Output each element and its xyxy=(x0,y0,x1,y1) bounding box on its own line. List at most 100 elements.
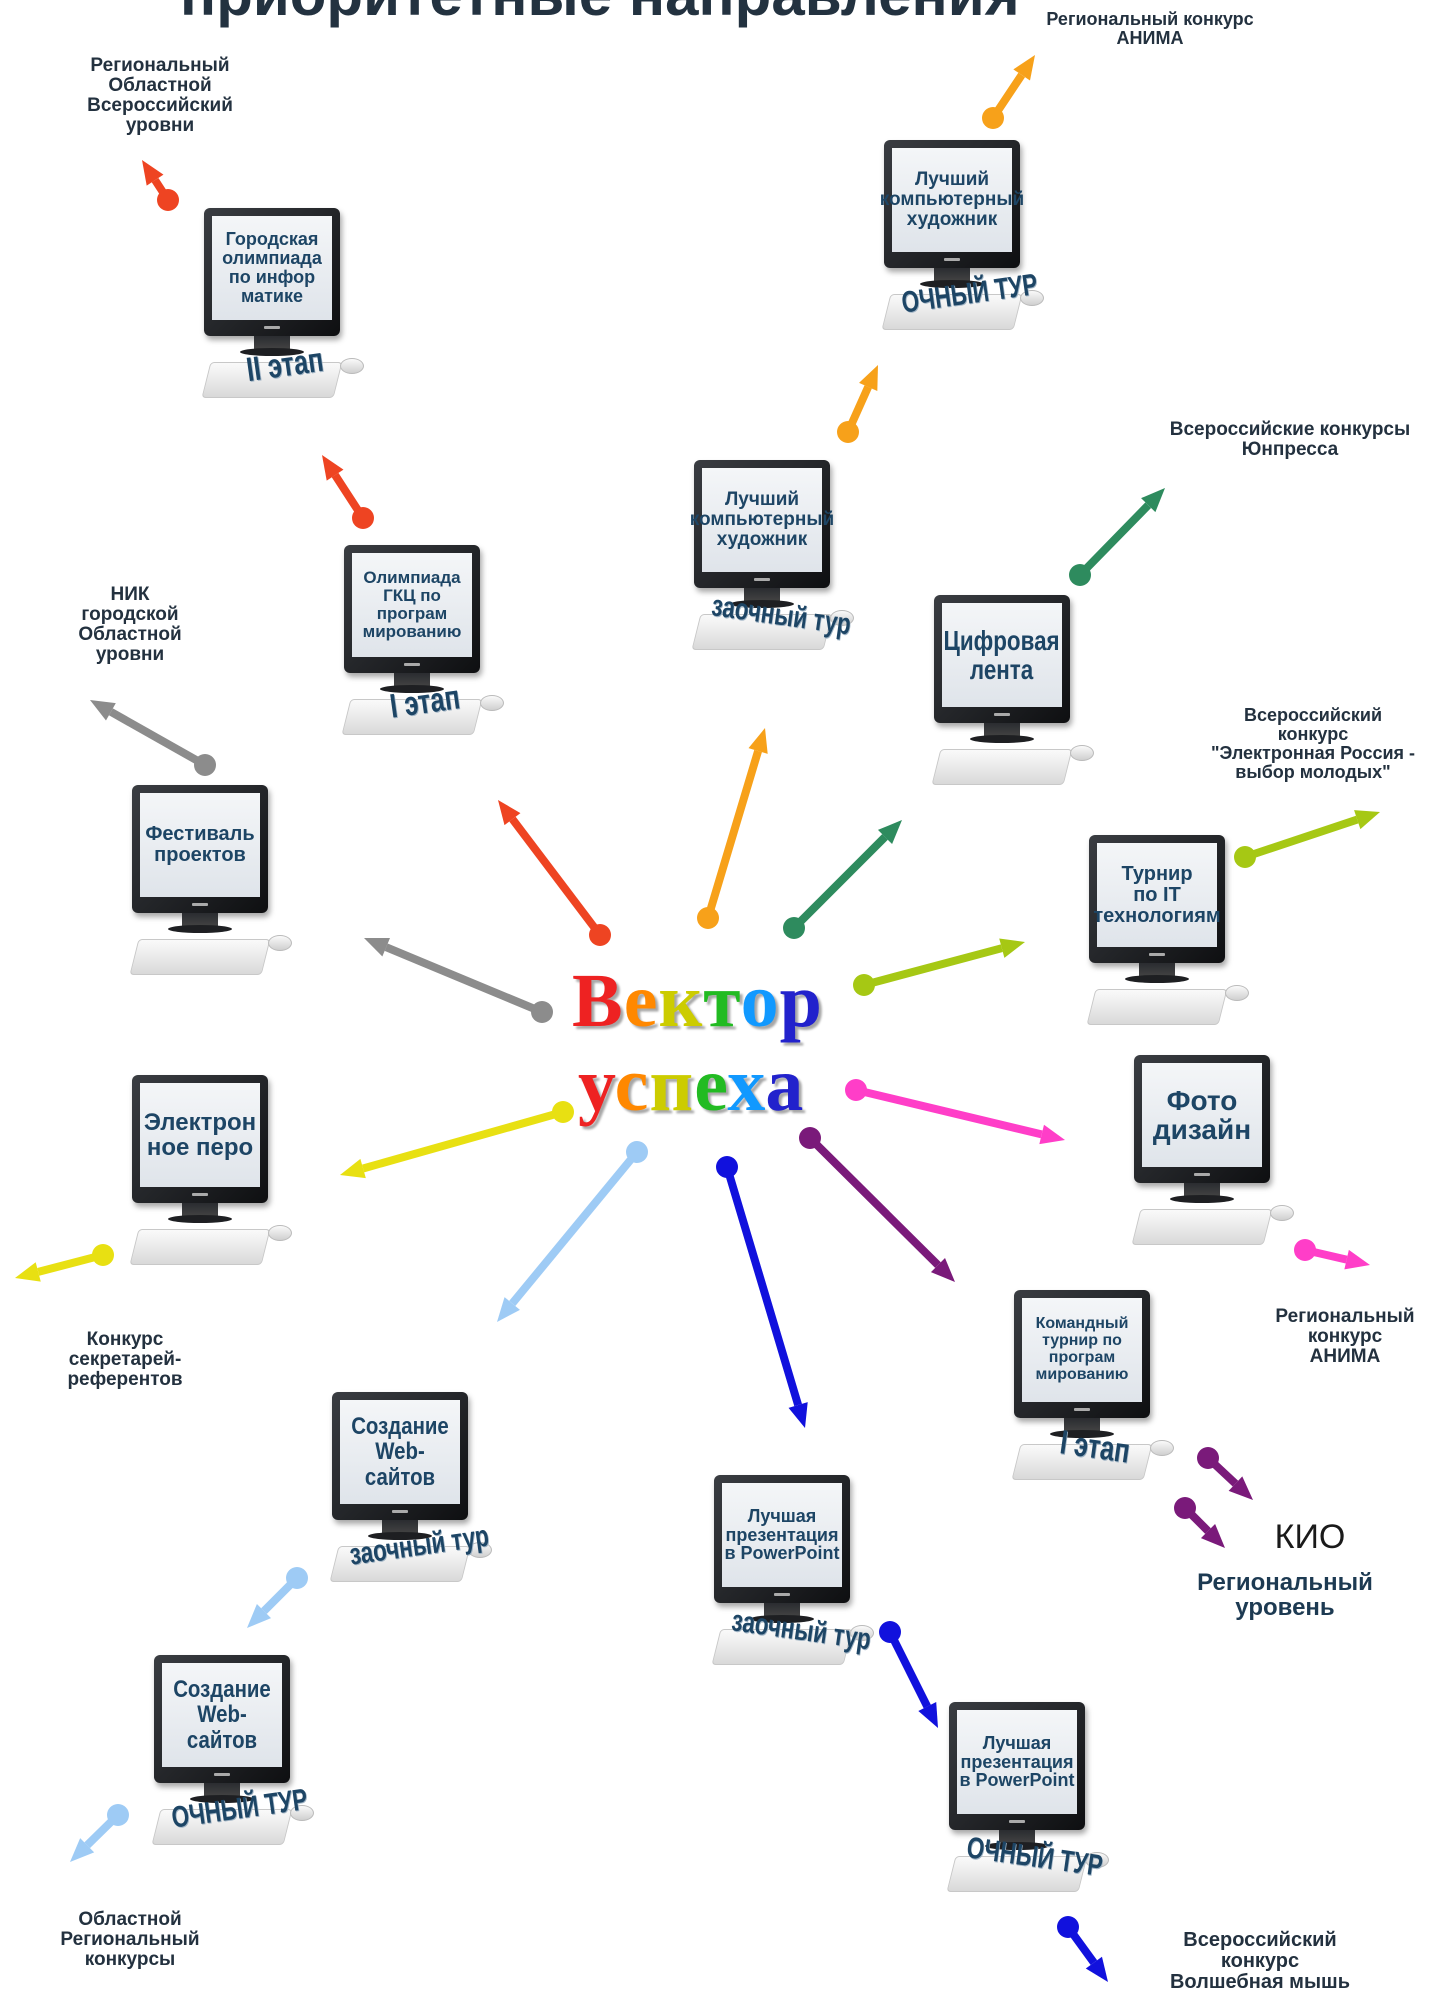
center-letter: В xyxy=(572,959,624,1043)
screen-label: Цифровая лента xyxy=(943,624,1061,685)
keyboard-icon xyxy=(1131,1209,1273,1245)
pink-arrow xyxy=(845,1079,1065,1145)
computer-photo-design: Фото дизайн xyxy=(1120,1055,1294,1255)
screen-label: Лучшая презентация в PowerPoint xyxy=(724,1505,840,1564)
screen-label: Создание Web-сайтов xyxy=(173,1676,271,1754)
computer-digital-tape: Цифровая лента xyxy=(920,595,1094,795)
purple-arrow xyxy=(1197,1447,1253,1500)
label-magic-mouse: Всероссийский конкурс Волшебная мышь xyxy=(1169,1929,1351,1993)
gray-arrow xyxy=(90,700,216,776)
computer-web-ochny: Создание Web-сайтов ОЧНЫЙ ТУР xyxy=(140,1655,314,1855)
center-word-line2: успеха xyxy=(578,1042,804,1129)
orange-arrow xyxy=(697,728,768,929)
computer-web-zaochny: Создание Web-сайтов заочный тур xyxy=(318,1392,492,1592)
center-letter: р xyxy=(779,959,823,1043)
center-letter: х xyxy=(727,1043,766,1127)
computer-ppt-ochny: Лучшая презентация в PowerPoint ОЧНЫЙ ТУ… xyxy=(935,1702,1109,1902)
label-regional-bottom: Областной Региональный конкурсы xyxy=(60,1909,200,1970)
red-arrow xyxy=(142,160,179,211)
center-letter: о xyxy=(740,959,780,1043)
keyboard-icon xyxy=(129,939,271,975)
label-kio-level: Региональный уровень xyxy=(1197,1569,1373,1622)
computer-e-pen: Электрон ное перо xyxy=(118,1075,292,1275)
label-kio-title: КИО xyxy=(1274,1518,1346,1556)
mouse-icon xyxy=(268,935,292,951)
center-letter: т xyxy=(703,959,741,1043)
computer-team-tournament: Командный турнир по програм мированию I … xyxy=(1000,1290,1174,1490)
center-letter: у xyxy=(578,1043,615,1127)
yellow-arrow xyxy=(340,1101,574,1179)
mouse-icon xyxy=(1150,1440,1174,1456)
mouse-icon xyxy=(468,1542,492,1558)
green-arrow xyxy=(1069,488,1165,586)
keyboard-icon xyxy=(931,749,1073,785)
screen-label: Лучшая презентация в PowerPoint xyxy=(959,1732,1075,1791)
label-secretaries: Конкурс секретарей- референтов xyxy=(67,1329,183,1390)
computer-best-artist-zaochny: Лучший компьютерный художник заочный тур xyxy=(680,460,854,660)
screen-label: Лучший компьютерный художник xyxy=(879,169,1025,230)
keyboard-icon xyxy=(129,1229,271,1265)
label-yunpressa: Всероссийские конкурсы Юнпресса xyxy=(1169,419,1411,460)
green-arrow xyxy=(783,820,902,939)
center-letter: к xyxy=(658,959,704,1043)
label-levels-top: Региональный Областной Всероссийский уро… xyxy=(87,55,233,136)
orange-arrow xyxy=(982,55,1035,129)
mouse-icon xyxy=(1225,985,1249,1001)
mouse-icon xyxy=(290,1805,314,1821)
lime-arrow xyxy=(1234,810,1380,868)
center-letter: е xyxy=(623,959,659,1043)
blue-arrow xyxy=(1057,1916,1108,1982)
computer-gorod-olymp: Городская олимпиада по инфор матике II э… xyxy=(190,208,364,408)
computer-best-artist-ochny: Лучший компьютерный художник ОЧНЫЙ ТУР xyxy=(870,140,1044,340)
lightblue-arrow xyxy=(497,1141,648,1322)
red-arrow xyxy=(322,455,374,529)
screen-label: Командный турнир по програм мированию xyxy=(1035,1315,1129,1383)
mouse-icon xyxy=(1020,290,1044,306)
mouse-icon xyxy=(1070,745,1094,761)
mouse-icon xyxy=(480,695,504,711)
screen-label: Турнир по IT технологиям xyxy=(1093,862,1221,927)
label-nik: НИК городской Областной уровни xyxy=(78,584,182,665)
computer-festival: Фестиваль проектов xyxy=(118,785,292,985)
center-letter: с xyxy=(614,1043,650,1127)
center-letter: е xyxy=(694,1043,728,1127)
screen-label: Городская олимпиада по инфор матике xyxy=(222,229,322,306)
computer-olymp-gkc: Олимпиада ГКЦ по програм мированию I эта… xyxy=(330,545,504,745)
blue-arrow xyxy=(879,1621,938,1728)
computer-ppt-zaochny: Лучшая презентация в PowerPoint заочный … xyxy=(700,1475,874,1675)
red-arrow xyxy=(498,800,611,946)
mouse-icon xyxy=(268,1225,292,1241)
mouse-icon xyxy=(850,1625,874,1641)
mouse-icon xyxy=(830,610,854,626)
screen-label: Лучший компьютерный художник xyxy=(689,489,835,550)
monitor: Городская олимпиада по инфор матике xyxy=(204,208,340,336)
orange-arrow xyxy=(837,365,878,443)
lime-arrow xyxy=(853,938,1025,996)
mouse-icon xyxy=(340,358,364,374)
blue-arrow xyxy=(716,1156,808,1428)
title-fragment: приоритетные направления xyxy=(0,0,1456,28)
screen-label: Электрон ное перо xyxy=(143,1108,257,1161)
screen-label: Олимпиада ГКЦ по програм мированию xyxy=(362,568,462,641)
gray-arrow xyxy=(364,937,553,1023)
center-letter: а xyxy=(765,1043,805,1127)
computer-it-tournament: Турнир по IT технологиям xyxy=(1075,835,1249,1035)
screen-label: Создание Web-сайтов xyxy=(351,1413,449,1491)
lightblue-arrow xyxy=(247,1567,308,1628)
screen-label: Фото дизайн xyxy=(1152,1084,1252,1145)
label-anima-top: Региональный конкурс АНИМА xyxy=(1046,9,1254,48)
center-letter: п xyxy=(649,1043,695,1127)
yellow-arrow xyxy=(15,1244,114,1282)
pink-arrow xyxy=(1294,1239,1370,1270)
label-anima-right: Региональный конкурс АНИМА xyxy=(1275,1306,1415,1367)
purple-arrow xyxy=(799,1127,955,1282)
label-e-russia: Всероссийский конкурс "Электронная Росси… xyxy=(1210,705,1416,782)
purple-arrow xyxy=(1174,1497,1225,1548)
center-word-line1: Вектор xyxy=(572,958,823,1045)
mouse-icon xyxy=(1270,1205,1294,1221)
screen-label: Фестиваль проектов xyxy=(145,823,255,866)
keyboard-icon xyxy=(1086,989,1228,1025)
lightblue-arrow xyxy=(70,1804,129,1862)
